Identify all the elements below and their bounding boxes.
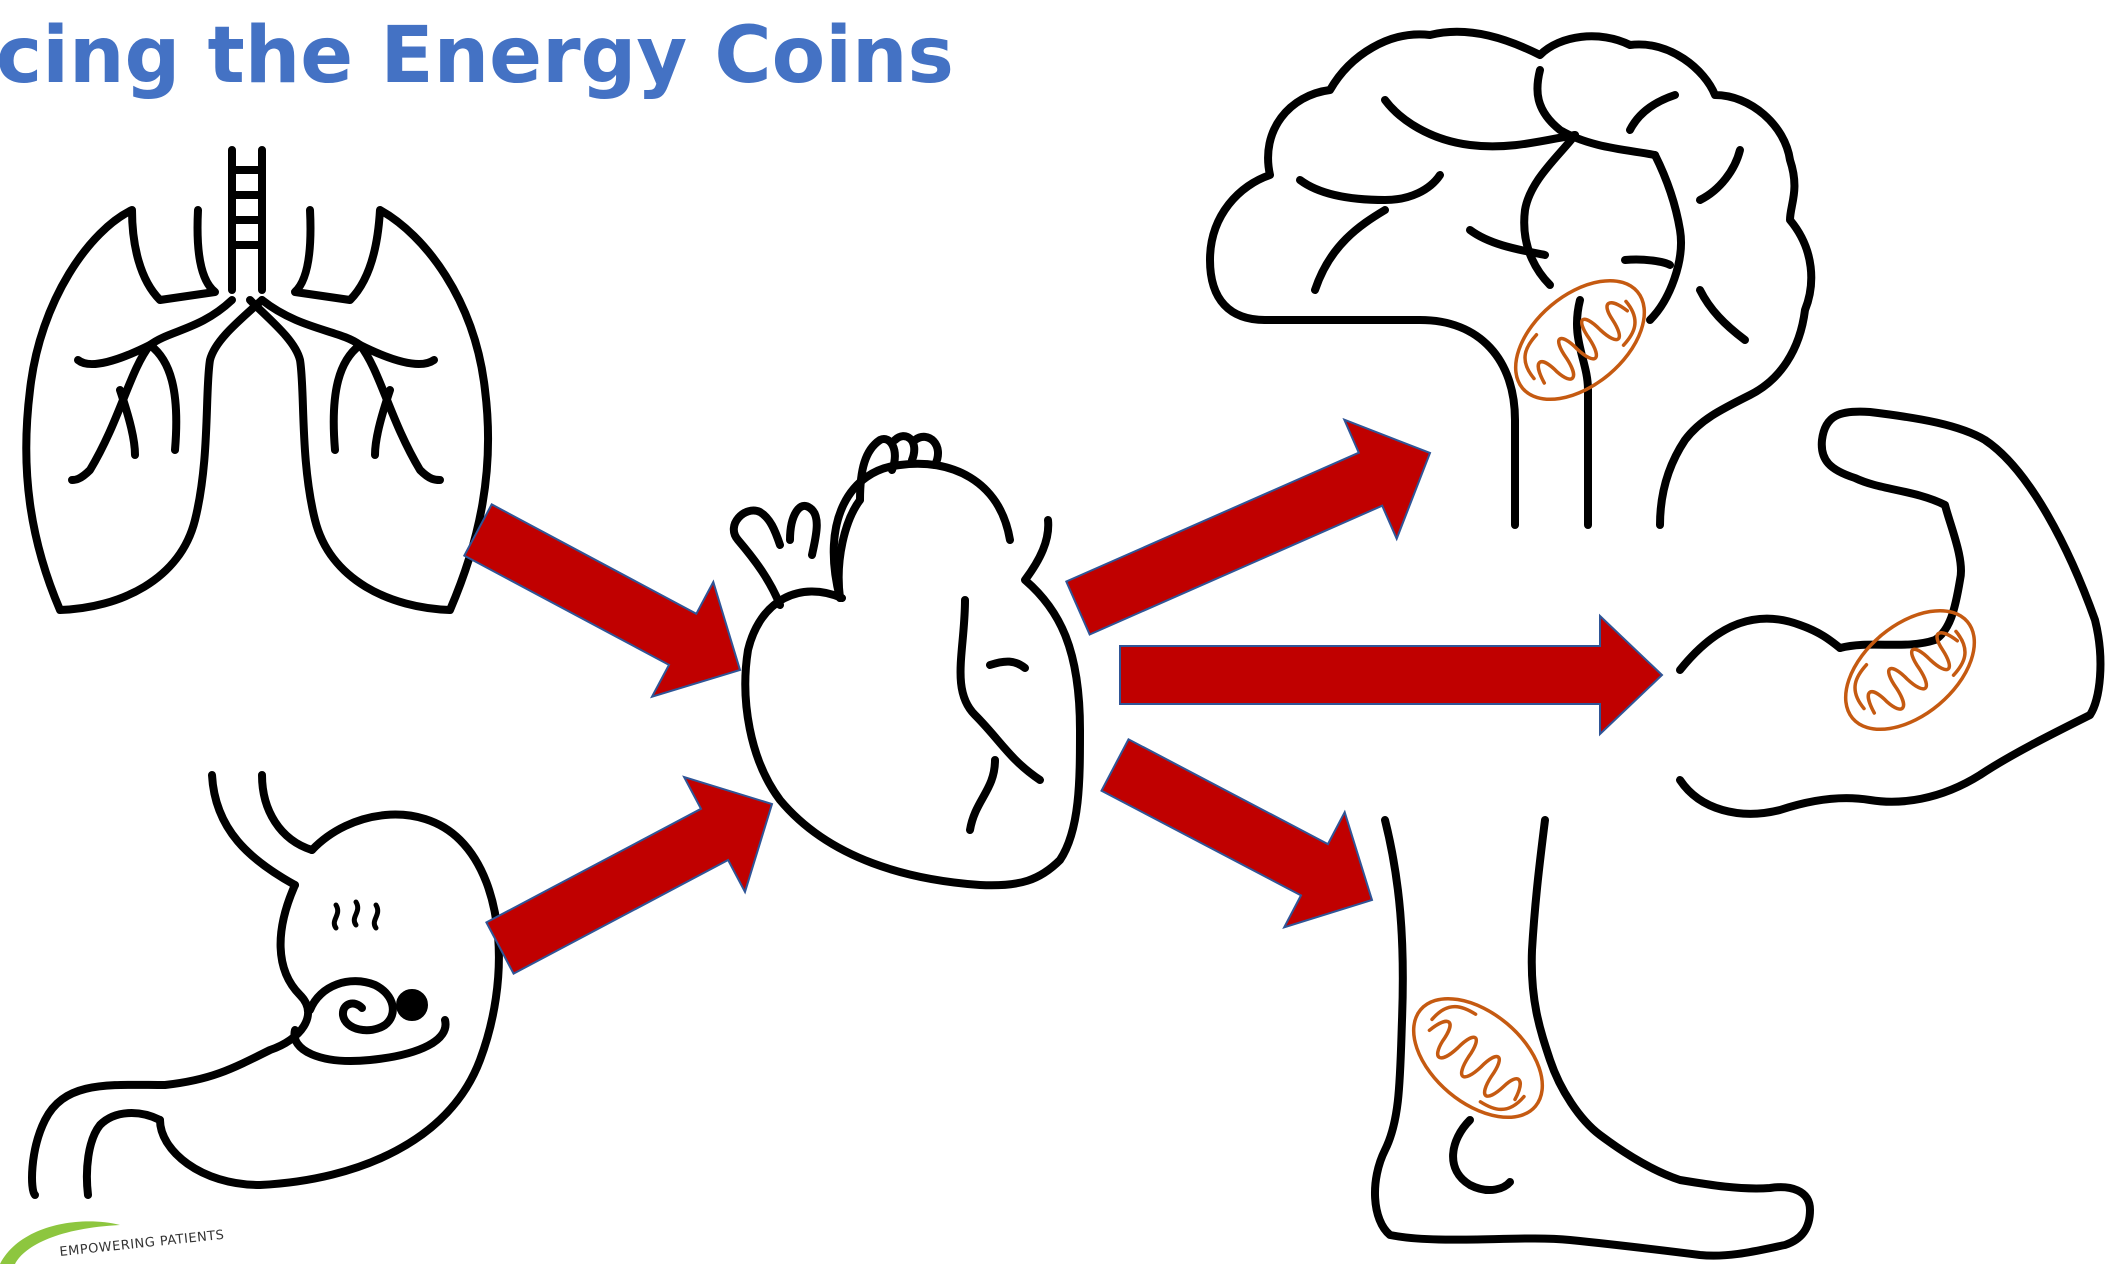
- brain-icon: [1210, 32, 1811, 525]
- arrow-heart-to-brain: [1066, 420, 1430, 635]
- mitochondrion-icon: [1824, 587, 1997, 752]
- leg-icon: [1375, 820, 1810, 1256]
- logo: EMPOWERING PATIENTS: [0, 1221, 225, 1264]
- lungs-icon: [26, 150, 488, 610]
- arrow-stomach-to-heart: [486, 777, 772, 974]
- arrow-heart-to-arm: [1120, 616, 1662, 734]
- mitochondrion-icon: [1392, 975, 1565, 1140]
- arrow-layer: [464, 420, 1662, 974]
- stomach-icon: [32, 775, 499, 1195]
- flexed-arm-icon: [1680, 412, 2100, 814]
- arrow-heart-to-leg: [1102, 739, 1373, 927]
- heart-icon: [734, 436, 1080, 885]
- arrow-lungs-to-heart: [464, 504, 740, 696]
- logo-text: EMPOWERING PATIENTS: [59, 1228, 225, 1260]
